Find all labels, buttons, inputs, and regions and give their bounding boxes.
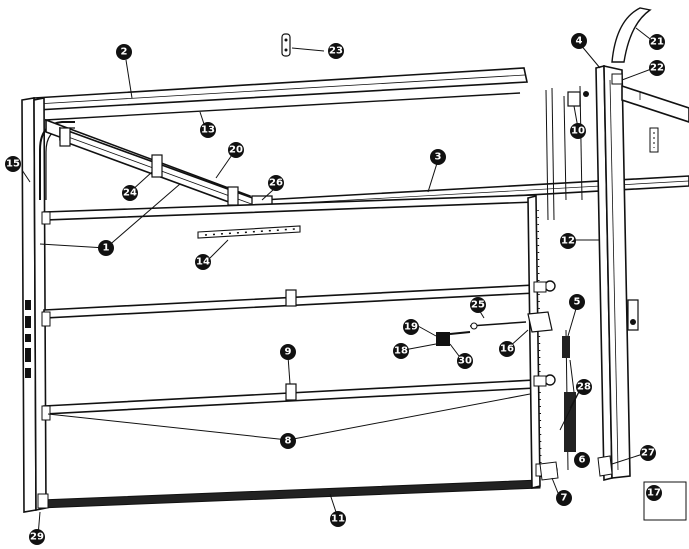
callout-21: 21 [649,34,665,50]
callout-6: 6 [574,452,590,468]
svg-text:23: 23 [329,46,343,57]
callout-11: 11 [330,511,346,527]
door-right-edge [527,194,541,490]
svg-text:25: 25 [471,300,485,311]
callout-13: 13 [200,122,216,138]
lock-latch [527,311,553,333]
strut-plate [197,225,301,239]
top-rail [44,92,521,121]
svg-text:8: 8 [285,436,292,447]
curved-track-piece [611,7,652,63]
svg-text:10: 10 [571,126,585,137]
center-hinge-lower [285,383,297,401]
bolt-part [281,33,291,57]
callout-8: 8 [280,433,296,449]
right-lower-bracket [627,299,639,331]
svg-text:16: 16 [500,344,514,355]
callouts: 1 2 3 4 5 6 7 8 9 10 11 12 13 14 15 16 1… [5,33,665,545]
callout-15: 15 [5,156,21,172]
callout-4: 4 [571,33,587,49]
svg-text:26: 26 [269,178,283,189]
svg-text:9: 9 [285,347,292,358]
callout-24: 24 [122,185,138,201]
svg-text:18: 18 [394,346,408,357]
lock-assembly [436,311,553,346]
bottom-seal [39,479,541,509]
callout-25: 25 [470,297,486,313]
callout-16: 16 [499,341,515,357]
svg-text:17: 17 [647,488,661,499]
right-bracket-small [649,127,659,153]
callout-23: 23 [328,43,344,59]
callout-19: 19 [403,319,419,335]
callout-14: 14 [195,254,211,270]
svg-text:24: 24 [123,188,137,199]
top-header-tube [33,67,528,111]
svg-text:21: 21 [650,37,664,48]
callout-17: 17 [646,485,662,501]
door-structure [21,7,689,521]
svg-text:28: 28 [577,382,591,393]
svg-text:12: 12 [561,236,575,247]
jamb-marking [25,300,31,378]
callout-30: 30 [457,353,473,369]
svg-text:1: 1 [103,243,110,254]
svg-text:22: 22 [650,63,664,74]
callout-28: 28 [576,379,592,395]
track-bracket [151,154,163,178]
callout-7: 7 [556,490,572,506]
svg-text:29: 29 [30,532,44,543]
callout-1: 1 [98,240,114,256]
callout-29: 29 [29,529,45,545]
svg-text:2: 2 [121,47,128,58]
svg-text:5: 5 [574,297,581,308]
callout-18: 18 [393,343,409,359]
callout-26: 26 [268,175,284,191]
center-hinge-upper [285,289,297,307]
callout-22: 22 [649,60,665,76]
svg-text:19: 19 [404,322,418,333]
svg-text:6: 6 [579,455,586,466]
svg-text:20: 20 [229,145,243,156]
right-horizontal-track [621,84,689,123]
callout-3: 3 [430,149,446,165]
callout-12: 12 [560,233,576,249]
callout-2: 2 [116,44,132,60]
svg-text:14: 14 [196,257,210,268]
svg-text:11: 11 [331,514,345,525]
pulley [611,73,623,85]
lock-cable [469,321,527,327]
jamb-bracket [567,91,581,107]
svg-text:3: 3 [435,152,442,163]
callout-5: 5 [569,294,585,310]
callout-20: 20 [228,142,244,158]
callout-27: 27 [640,445,656,461]
svg-text:15: 15 [6,159,20,170]
callout-10: 10 [570,123,586,139]
bottom-bracket [539,461,559,481]
lock-body [436,332,450,346]
svg-text:4: 4 [576,36,583,47]
svg-text:7: 7 [561,493,568,504]
spring-coil [562,336,570,358]
svg-text:27: 27 [641,448,655,459]
svg-text:30: 30 [458,356,472,367]
track-bottom-plate [597,455,613,477]
spring-assembly [562,329,587,471]
callout-9: 9 [280,344,296,360]
svg-text:13: 13 [201,125,215,136]
